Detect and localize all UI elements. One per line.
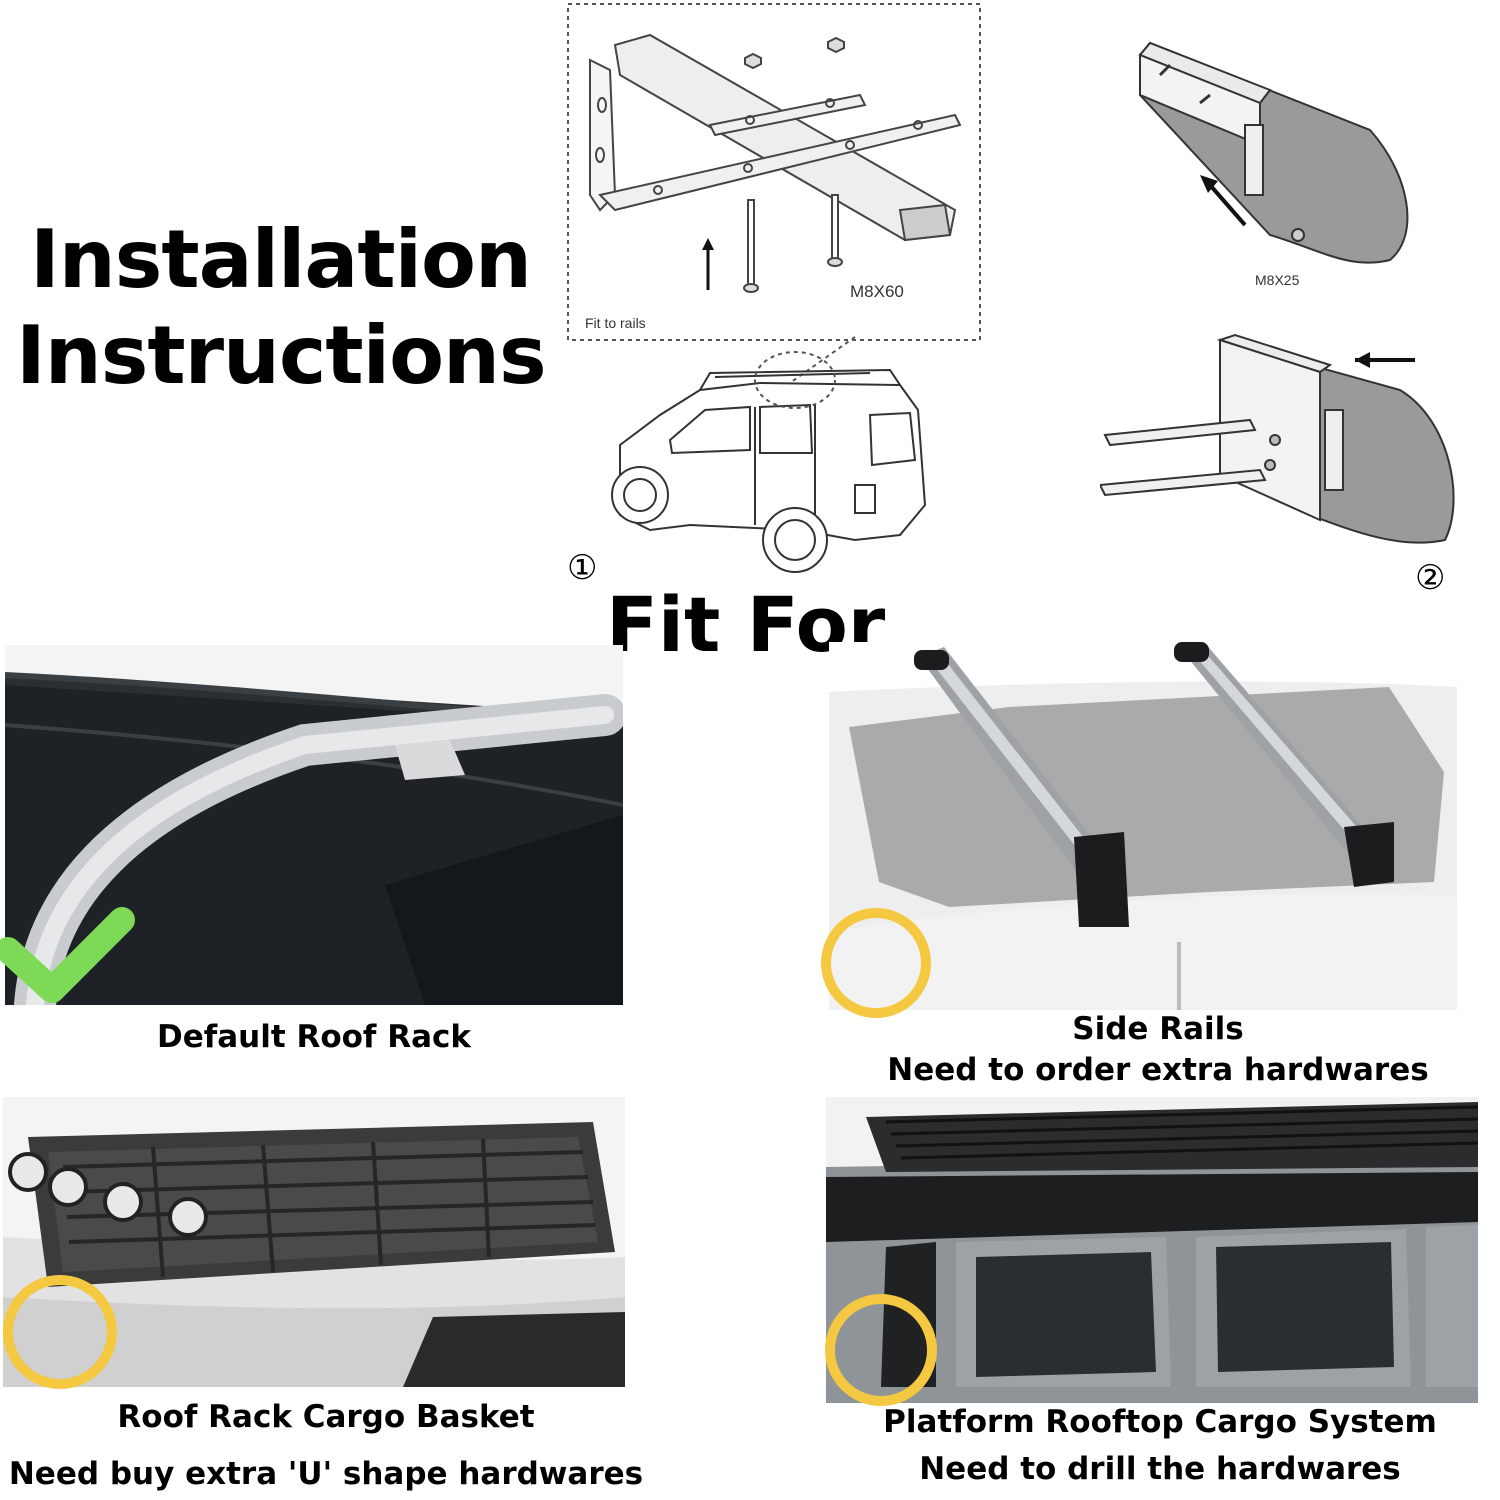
cargo-basket-title: Roof Rack Cargo Basket — [117, 1399, 535, 1435]
side-rails-title: Side Rails — [1072, 1011, 1244, 1047]
default-roof-rack-photo — [5, 645, 623, 1005]
bracket-assembly-diagram: M8X60 Fit to rails — [567, 3, 981, 341]
checkmark-icon — [0, 907, 135, 1003]
circle-marker-side-rails — [821, 908, 931, 1018]
side-rails-photo — [829, 642, 1457, 1010]
circle-marker-cargo-basket — [3, 1275, 117, 1389]
step-2-label: ② — [1415, 558, 1446, 598]
fit-to-rails-label: Fit to rails — [585, 315, 646, 331]
side-bracket-diagram-1: M8X25 — [1138, 41, 1409, 288]
circle-marker-platform — [825, 1294, 937, 1406]
cargo-basket-photo — [3, 1097, 625, 1387]
bolt-label-m8x60: M8X60 — [850, 282, 904, 301]
platform-cargo-note: Need to drill the hardwares — [919, 1451, 1401, 1487]
side-bracket-diagram-2 — [1100, 333, 1455, 544]
heading-line-1: Installation — [30, 213, 532, 306]
step-1-label: ① — [567, 548, 598, 588]
platform-cargo-photo — [826, 1097, 1478, 1403]
platform-cargo-title: Platform Rooftop Cargo System — [883, 1404, 1437, 1440]
cargo-basket-note: Need buy extra 'U' shape hardwares — [8, 1456, 644, 1492]
bolt-label-m8x25: M8X25 — [1255, 272, 1300, 288]
heading-line-2: Instructions — [16, 309, 547, 402]
default-roof-rack-title: Default Roof Rack — [157, 1019, 471, 1055]
suv-outline-diagram — [611, 336, 927, 573]
side-rails-note: Need to order extra hardwares — [887, 1052, 1429, 1088]
